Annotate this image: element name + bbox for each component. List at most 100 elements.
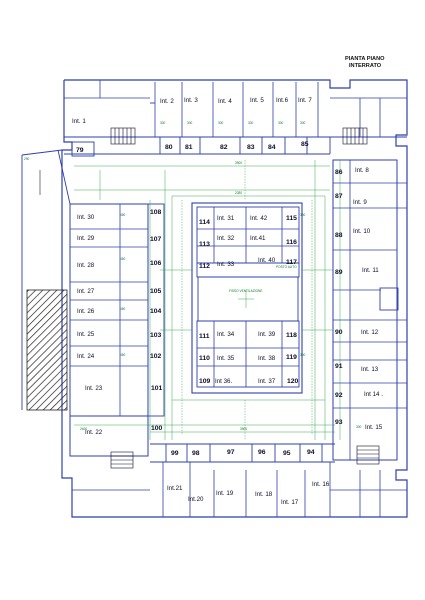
garage-81: 81 — [185, 144, 193, 151]
garage-85: 85 — [301, 141, 309, 148]
garage-114: 114 — [199, 219, 210, 226]
garage-80: 80 — [165, 144, 173, 151]
unit-label-int1: Int. 1 — [72, 118, 86, 125]
garage-89: 89 — [335, 269, 343, 276]
unit-label-int7: Int. 7 — [298, 97, 312, 104]
unit-label-int37: Int. 37 — [258, 378, 276, 385]
svg-text:290: 290 — [24, 157, 30, 161]
unit-label-int13: Int. 13 — [361, 366, 379, 373]
svg-text:350: 350 — [300, 353, 306, 357]
svg-text:300: 300 — [160, 121, 166, 125]
garage-117: 117 — [286, 259, 297, 266]
garage-106: 106 — [150, 260, 162, 267]
svg-text:2400: 2400 — [80, 427, 87, 431]
unit-label-int10: Int. 10 — [353, 228, 371, 235]
garage-110: 110 — [199, 355, 210, 362]
svg-text:3900: 3900 — [240, 427, 247, 431]
svg-text:2280: 2280 — [235, 191, 242, 195]
unit-label-int26: Int. 26 — [77, 308, 95, 315]
unit-label-int21: Int.21 — [167, 485, 183, 492]
garage-99: 99 — [171, 450, 179, 457]
unit-label-int34: Int. 34 — [217, 331, 235, 338]
unit-label-int17: Int. 17 — [281, 499, 299, 506]
title-line-1: PIANTA PIANO — [345, 56, 385, 62]
svg-text:300: 300 — [300, 121, 306, 125]
garage-108: 108 — [150, 209, 162, 216]
garage-86: 86 — [335, 169, 343, 176]
garage-104: 104 — [150, 308, 162, 315]
unit-label-int41: Int.41 — [250, 235, 266, 242]
unit-labels: Int. 1 Int. 2 Int. 3 Int. 4 Int. 5 Int.6… — [72, 97, 383, 506]
unit-label-int28: Int. 28 — [77, 262, 95, 269]
svg-text:300: 300 — [278, 121, 284, 125]
garage-83: 83 — [247, 144, 255, 151]
unit-label-int35: Int. 35 — [217, 355, 235, 362]
garage-90: 90 — [335, 329, 343, 336]
title-line-2: INTERRATO — [349, 63, 382, 69]
garage-numbers: 79 80 81 82 83 84 85 86 87 88 89 90 91 9… — [76, 141, 343, 457]
unit-label-int4: Int. 4 — [218, 98, 232, 105]
garage-107: 107 — [150, 236, 162, 243]
garage-120: 120 — [287, 378, 299, 385]
unit-label-int42: Int. 42 — [250, 215, 268, 222]
garage-105: 105 — [150, 288, 162, 295]
garage-93: 93 — [335, 419, 343, 426]
garage-118: 118 — [286, 332, 297, 339]
garage-115: 115 — [286, 215, 297, 222]
svg-text:300: 300 — [187, 121, 193, 125]
garage-91: 91 — [335, 363, 343, 370]
dimension-lines — [74, 160, 341, 440]
garage-84: 84 — [268, 144, 276, 151]
unit-label-int5: Int. 5 — [250, 97, 264, 104]
svg-text:350: 350 — [300, 213, 306, 217]
unit-label-int19: Int. 19 — [216, 490, 234, 497]
unit-label-int33: Int. 33 — [217, 261, 235, 268]
garage-109: 109 — [199, 378, 211, 385]
garage-87: 87 — [335, 193, 343, 200]
notes: FISSO VENTILAZIONE POSTO AUTO — [229, 265, 297, 293]
svg-text:450: 450 — [120, 353, 126, 357]
dimension-values: 300 300 300 300 300 300 2280 3900 2400 3900 2… — [24, 121, 362, 431]
unit-label-int25: Int. 25 — [77, 331, 95, 338]
unit-label-int29: Int. 29 — [77, 235, 95, 242]
unit-label-int15: Int. 15 — [365, 424, 383, 431]
stairs — [110, 127, 380, 469]
unit-label-int24: Int. 24 — [77, 353, 95, 360]
unit-label-int16: Int. 16 — [312, 481, 330, 488]
garage-119: 119 — [286, 354, 297, 361]
unit-label-int40: Int. 40 — [258, 257, 276, 264]
svg-text:300: 300 — [218, 121, 224, 125]
ramp-hatch — [26, 289, 68, 411]
garage-82: 82 — [220, 144, 228, 151]
unit-label-int36: Int 36. — [215, 378, 232, 385]
unit-label-int20: Int.20 — [188, 496, 204, 503]
svg-text:450: 450 — [120, 257, 126, 261]
garage-101: 101 — [151, 385, 163, 392]
unit-label-int23: Int. 23 — [85, 385, 103, 392]
garage-92: 92 — [335, 392, 343, 399]
unit-label-int27: Int. 27 — [77, 288, 95, 295]
unit-label-int38: Int. 38 — [258, 355, 276, 362]
garage-111: 111 — [199, 333, 210, 340]
garage-79: 79 — [76, 147, 84, 154]
walls — [21, 79, 408, 518]
unit-label-int6: Int.6 — [276, 97, 289, 104]
unit-label-int12: Int. 12 — [361, 329, 379, 336]
garage-98: 98 — [192, 450, 200, 457]
svg-text:450: 450 — [120, 307, 126, 311]
svg-text:300: 300 — [248, 121, 254, 125]
garage-94: 94 — [307, 449, 315, 456]
garage-113: 113 — [199, 241, 210, 248]
unit-label-int39: Int. 39 — [258, 331, 276, 338]
garage-103: 103 — [150, 332, 162, 339]
garage-100: 100 — [151, 425, 163, 432]
garage-97: 97 — [227, 449, 235, 456]
unit-label-int2: Int. 2 — [160, 98, 174, 105]
garage-88: 88 — [335, 232, 343, 239]
unit-label-int18: Int. 18 — [255, 491, 273, 498]
unit-label-int3: Int. 3 — [184, 97, 198, 104]
posto-auto-note: POSTO AUTO — [276, 265, 297, 269]
garage-102: 102 — [150, 353, 162, 360]
svg-text:3900: 3900 — [235, 161, 242, 165]
